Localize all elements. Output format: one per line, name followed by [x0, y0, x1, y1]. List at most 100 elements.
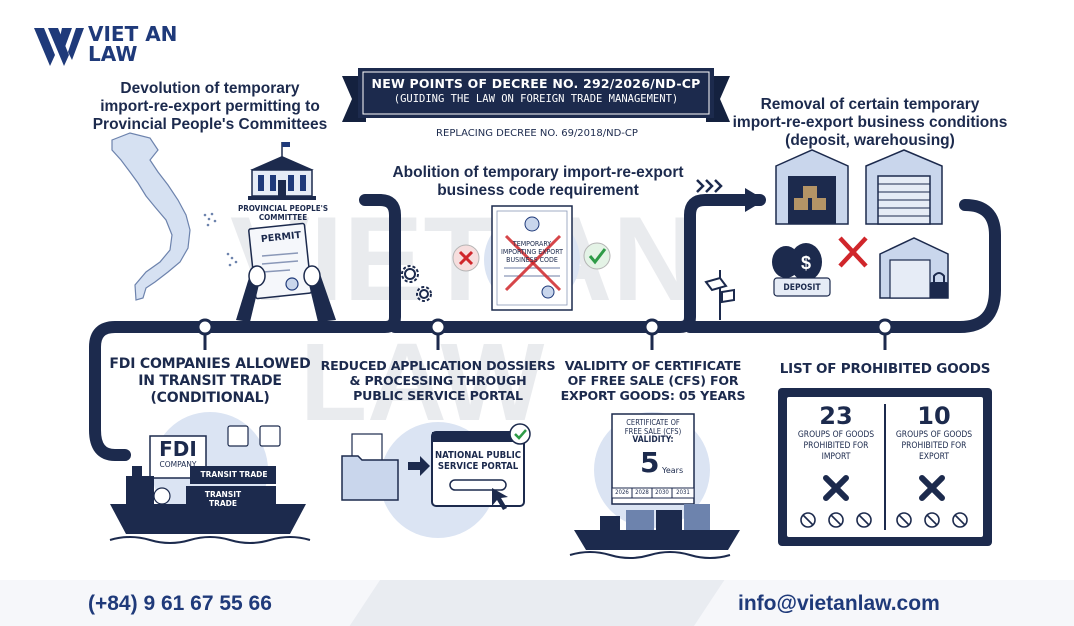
arrow-right-icon [408, 456, 430, 476]
devolution-line1: Devolution of temporary [120, 80, 300, 97]
year-4: 2031 [676, 489, 690, 496]
cfs-years-label: Years [662, 466, 684, 475]
point-devolution: Devolution of temporary import-re-export… [70, 80, 350, 134]
prohibited-sign-icons [800, 512, 968, 528]
cert-line3: VALIDITY: [632, 435, 674, 445]
reduced-line2: & PROCESSING THROUGH [349, 373, 527, 388]
cargo-ship-icon [109, 412, 311, 544]
signpost-icon [704, 270, 735, 320]
timeline-arrow-head [745, 188, 765, 212]
red-x-icon [838, 236, 868, 268]
import-line1: GROUPS OF GOODS [797, 430, 875, 440]
export-line2: PROHIBITED FOR [901, 441, 967, 451]
reduced-line3: PUBLIC SERVICE PORTAL [353, 388, 523, 403]
doc-line2: IMPORTING EXPORT [501, 248, 563, 256]
timeline-node [643, 318, 661, 336]
footer-bar: (+84) 9 61 67 55 66 info@vietanlaw.com [0, 580, 1074, 626]
island-dots [203, 212, 238, 267]
calendar-years: 2026 2028 2030 2031 [612, 489, 694, 496]
banner: NEW POINTS OF DECREE NO. 292/2026/ND-CP … [366, 75, 706, 107]
fdi-badge: FDI COMPANY [150, 438, 206, 469]
deposit-label: DEPOSIT [783, 283, 821, 293]
footer-left-shape [0, 580, 380, 626]
brand-name-line2: LAW [88, 42, 138, 66]
timeline-right-loop [684, 199, 1001, 333]
portal-line2: SERVICE PORTAL [437, 461, 519, 472]
devolution-line2: import-re-export permitting to [100, 98, 320, 115]
year-3: 2030 [655, 489, 669, 496]
chevrons-icon [696, 179, 723, 193]
cert-line1: CERTIFICATE OF [626, 418, 680, 427]
removal-line1: Removal of certain temporary [760, 96, 980, 113]
cfs-certificate-text: CERTIFICATE OF FREE SALE (CFS) VALIDITY: [614, 418, 692, 445]
business-code-doc-text: TEMPORARY IMPORTING EXPORT BUSINESS CODE [494, 240, 570, 264]
fdi-line2: IN TRANSIT TRADE [138, 373, 282, 389]
devolution-line3: Provincial People's Committees [92, 116, 328, 133]
node-stems [203, 334, 887, 350]
brand-name-line1: VIET AN [88, 22, 178, 46]
cert-line2: FREE SALE (CFS) [624, 427, 682, 436]
portal-window-icon [431, 423, 531, 510]
point-fdi: FDI COMPANIES ALLOWED IN TRANSIT TRADE (… [70, 356, 350, 407]
committee-label: PROVINCIAL PEOPLE'S COMMITTEE [226, 204, 340, 222]
fdi-line1: FDI COMPANIES ALLOWED [109, 356, 311, 372]
banner-ribbon [342, 68, 730, 122]
point-abolition: Abolition of temporary import-re-export … [376, 164, 700, 200]
watermark: VIET AN LAW [230, 192, 699, 444]
red-x-circle-icon [452, 244, 480, 272]
year-2: 2028 [635, 489, 649, 496]
fdi-badge-sub: COMPANY [159, 460, 197, 469]
warehouse-open-icon [775, 149, 849, 225]
warehouse-closed-icon [865, 149, 943, 225]
prohibited-goods-panel [778, 388, 992, 546]
export-count: 10 [917, 402, 951, 430]
timeline-node [196, 318, 214, 336]
abolition-line2: business code requirement [437, 182, 639, 199]
fdi-line3: (CONDITIONAL) [150, 390, 270, 406]
locked-warehouse-icon [879, 237, 949, 299]
cfs-years-number: 5 [640, 446, 660, 479]
prohibited-export: 10 GROUPS OF GOODS PROHIBITED FOR EXPORT [888, 402, 980, 463]
export-line3: EXPORT [918, 452, 950, 462]
timeline-node [876, 318, 894, 336]
point-removal: Removal of certain temporary import-re-e… [720, 96, 1020, 150]
banner-title: NEW POINTS OF DECREE NO. 292/2026/ND-CP [371, 76, 701, 91]
portal-line1: NATIONAL PUBLIC [434, 450, 522, 461]
vietan-logo-icon [34, 28, 84, 66]
money-bag-icon: $ [772, 243, 831, 297]
cfs-certificate-icon [594, 412, 710, 528]
hands-icon [236, 265, 336, 322]
import-count: 23 [819, 402, 853, 430]
fdi-badge-title: FDI [159, 437, 197, 461]
committee-line1: PROVINCIAL PEOPLE'S [237, 204, 329, 213]
removal-line2: import-re-export business conditions [732, 114, 1008, 131]
transit-container-2: TRANSIT TRADE [204, 490, 242, 508]
doc-line3: BUSINESS CODE [506, 256, 558, 264]
green-check-circle-icon [583, 242, 611, 270]
business-code-certificate-icon [484, 205, 580, 311]
banner-subtitle: (GUIDING THE LAW ON FOREIGN TRADE MANAGE… [393, 93, 679, 105]
timeline-nodes [196, 318, 894, 336]
point-reduced: REDUCED APPLICATION DOSSIERS & PROCESSIN… [316, 358, 560, 403]
calendar-strip [611, 487, 695, 499]
transit-container-1: TRANSIT TRADE [200, 470, 268, 479]
brand-logo[interactable]: VIET AN LAW [88, 24, 188, 64]
prohibited-title: LIST OF PROHIBITED GOODS [779, 361, 991, 377]
phone-link[interactable]: (+84) 9 61 67 55 66 [88, 592, 272, 615]
committee-line2: COMMITTEE [258, 213, 308, 222]
import-line2: PROHIBITED FOR [803, 441, 869, 451]
svg-text:$: $ [801, 253, 811, 273]
import-line3: IMPORT [821, 452, 851, 462]
validity-line1: VALIDITY OF CERTIFICATE [564, 358, 742, 373]
doc-line1: TEMPORARY [512, 240, 552, 248]
email-link[interactable]: info@vietanlaw.com [738, 592, 940, 615]
year-1: 2026 [615, 489, 629, 496]
gears-icon [401, 265, 432, 302]
government-building-icon [248, 142, 316, 200]
validity-line3: EXPORT GOODS: 05 YEARS [560, 388, 746, 403]
timeline-node [429, 318, 447, 336]
reduced-line1: REDUCED APPLICATION DOSSIERS [320, 358, 556, 373]
portal-text: NATIONAL PUBLIC SERVICE PORTAL [434, 450, 522, 472]
export-line1: GROUPS OF GOODS [895, 430, 973, 440]
